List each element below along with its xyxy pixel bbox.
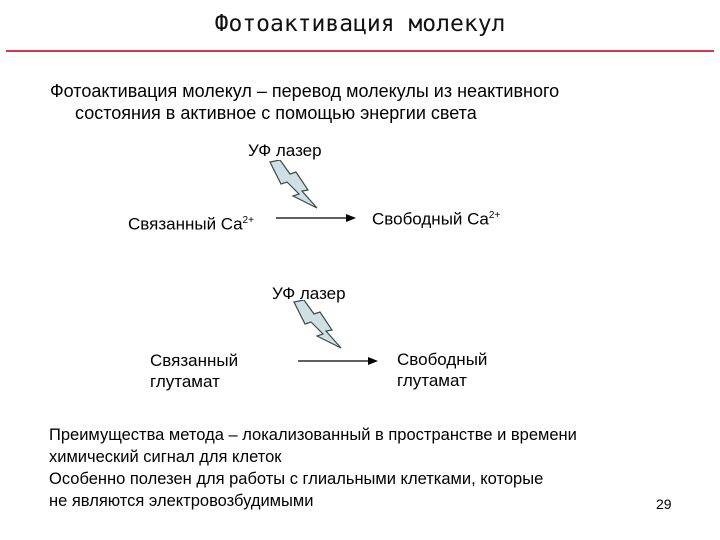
reaction-arrow-1	[276, 214, 356, 222]
lightning-bolt-icon	[269, 160, 318, 209]
intro-definition: Фотоактивация молекул – перевод молекулы…	[50, 80, 690, 124]
free-ca-label: Свободный Ca2+	[372, 209, 501, 229]
free-glutamate-line-1: Свободный	[397, 350, 488, 369]
title-divider	[6, 50, 714, 52]
bound-glutamate-line-2: глутамат	[150, 372, 220, 391]
advantages-line: Особенно полезен для работы с глиальными…	[49, 470, 544, 488]
advantages-line: химический сигнал для клеток	[49, 448, 282, 466]
intro-line-1: Фотоактивация молекул – перевод молекулы…	[50, 81, 560, 101]
bound-glutamate-line-1: Связанный	[150, 351, 239, 370]
uv-laser-label-2: УФ лазер	[272, 284, 346, 303]
bound-ca-label: Связанный Ca2+	[128, 214, 254, 234]
advantages-text: Преимущества метода – локализованный в п…	[49, 424, 669, 512]
advantages-line: не являются электровозбудимыми	[49, 492, 314, 510]
reaction-arrow-2	[298, 357, 378, 365]
bound-ca-charge: 2+	[242, 215, 254, 226]
page-number: 29	[656, 496, 672, 512]
free-glutamate-label: Свободный глутамат	[397, 349, 487, 391]
slide-title: Фотоактивация молекул	[214, 11, 506, 37]
uv-laser-label-1: УФ лазер	[248, 141, 322, 160]
advantages-line: Преимущества метода – локализованный в п…	[49, 426, 577, 444]
bound-glutamate-label: Связанный глутамат	[150, 350, 238, 392]
intro-line-2: состояния в активное с помощью энергии с…	[75, 103, 477, 123]
free-glutamate-line-2: глутамат	[397, 371, 467, 390]
free-ca-charge: 2+	[488, 210, 501, 221]
lightning-bolt-icon	[293, 300, 342, 349]
